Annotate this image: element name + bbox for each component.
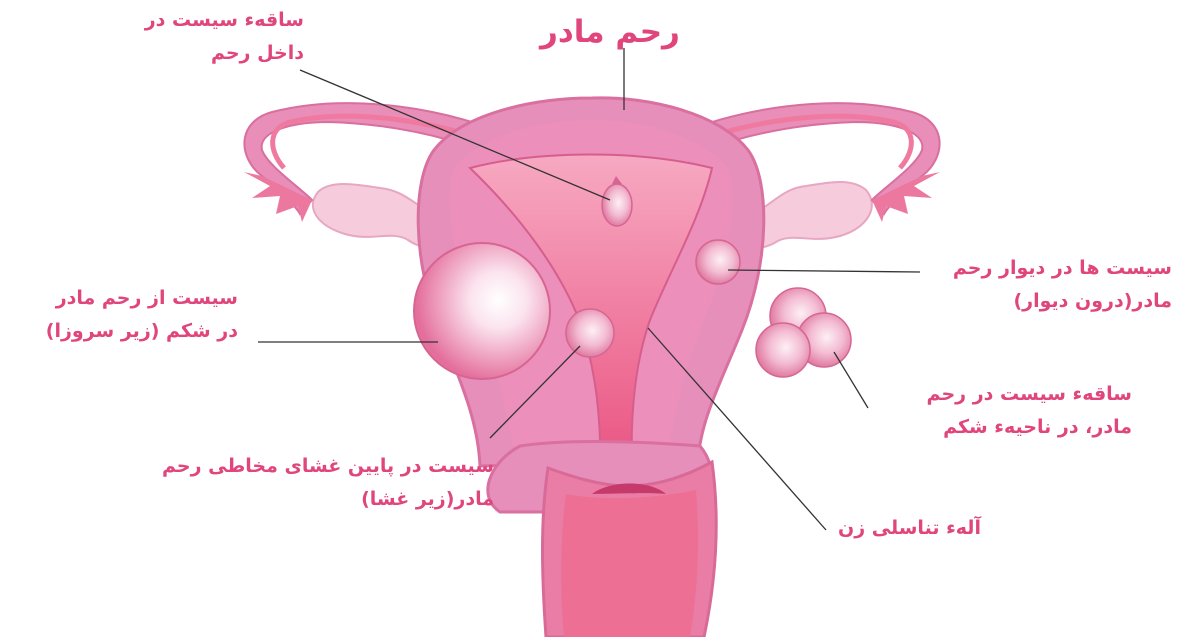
pedunculated-abdomen-line2: مادر، در ناحیهء شکم (927, 411, 1132, 444)
intramural-line1: سیست ها در دیوار رحم (953, 252, 1172, 285)
pedunculated-inside-cyst (602, 184, 632, 226)
vaginal-canal (561, 490, 698, 637)
title-label: رحم مادر (540, 14, 680, 50)
submucosal-label: سیست در پایین غشای مخاطی رحم مادر(زیر غش… (162, 450, 494, 516)
subserosal-line1: سیست از رحم مادر (46, 282, 238, 315)
intramural-line2: مادر(درون دیوار) (953, 285, 1172, 318)
genital-label: آلهء تناسلی زن (838, 512, 981, 545)
pedunculated-abdomen-cyst-cluster (756, 288, 851, 377)
genital-text: آلهء تناسلی زن (838, 512, 981, 545)
pedunculated-inside-line1: ساقهء سیست در (145, 4, 304, 37)
submucosal-line2: مادر(زیر غشا) (162, 483, 494, 516)
subserosal-line2: در شکم (زیر سروزا) (46, 315, 238, 348)
pedunculated-inside-line2: داخل رحم (145, 37, 304, 70)
submucosal-line1: سیست در پایین غشای مخاطی رحم (162, 450, 494, 483)
title-text: رحم مادر (540, 14, 680, 50)
pedunculated-inside-label: ساقهء سیست در داخل رحم (145, 4, 304, 70)
intramural-cyst (696, 240, 740, 284)
subserosal-label: سیست از رحم مادر در شکم (زیر سروزا) (46, 282, 238, 348)
subserosal-cyst (414, 243, 550, 379)
pedunculated-abdomen-label: ساقهء سیست در رحم مادر، در ناحیهء شکم (927, 378, 1132, 444)
leader-pedunculated-abdomen (834, 352, 868, 408)
submucosal-cyst (566, 309, 614, 357)
pedunculated-abdomen-line1: ساقهء سیست در رحم (927, 378, 1132, 411)
intramural-label: سیست ها در دیوار رحم مادر(درون دیوار) (953, 252, 1172, 318)
